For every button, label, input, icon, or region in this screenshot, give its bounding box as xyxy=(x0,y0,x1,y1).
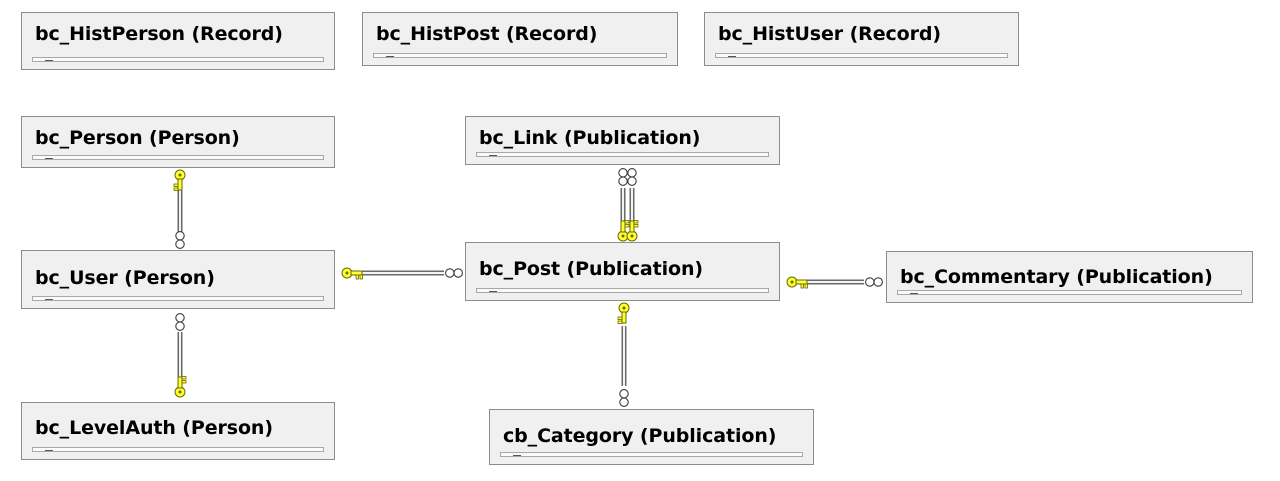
table-post[interactable]: bc_Post (Publication) xyxy=(465,242,780,301)
key-icon xyxy=(341,267,363,280)
table-scrollbar[interactable] xyxy=(32,447,324,452)
table-hist-person[interactable]: bc_HistPerson (Record) xyxy=(21,12,335,70)
table-title: bc_HistPerson (Record) xyxy=(35,23,283,45)
table-scrollbar[interactable] xyxy=(897,290,1242,295)
table-title: bc_LevelAuth (Person) xyxy=(35,417,273,439)
table-level-auth[interactable]: bc_LevelAuth (Person) xyxy=(21,402,335,460)
table-link[interactable]: bc_Link (Publication) xyxy=(465,116,780,165)
relationship-user-levelauth[interactable] xyxy=(174,313,187,398)
key-icon xyxy=(174,376,187,398)
relationship-post-link-1[interactable] xyxy=(617,168,630,242)
relationship-person-user[interactable] xyxy=(173,169,186,249)
infinity-icon xyxy=(619,389,629,407)
infinity-icon xyxy=(445,268,463,278)
table-scrollbar[interactable] xyxy=(32,57,324,62)
infinity-icon xyxy=(865,277,883,287)
table-scrollbar[interactable] xyxy=(500,452,803,457)
table-hist-user[interactable]: bc_HistUser (Record) xyxy=(704,12,1019,66)
infinity-icon xyxy=(175,313,185,331)
table-scrollbar[interactable] xyxy=(32,296,324,301)
table-title: bc_HistUser (Record) xyxy=(718,23,941,45)
infinity-icon xyxy=(175,231,185,249)
table-title: bc_Link (Publication) xyxy=(479,127,701,149)
table-commentary[interactable]: bc_Commentary (Publication) xyxy=(886,251,1253,303)
key-icon xyxy=(786,276,808,289)
relationship-user-post[interactable] xyxy=(341,267,463,280)
table-title: bc_Person (Person) xyxy=(35,127,240,149)
relationship-post-link-2[interactable] xyxy=(626,168,639,242)
table-title: cb_Category (Publication) xyxy=(503,425,777,447)
table-scrollbar[interactable] xyxy=(373,53,667,58)
table-title: bc_Post (Publication) xyxy=(479,258,703,280)
relationship-post-commentary[interactable] xyxy=(786,276,883,289)
table-scrollbar[interactable] xyxy=(715,53,1008,58)
table-scrollbar[interactable] xyxy=(476,152,769,157)
table-title: bc_User (Person) xyxy=(35,267,215,289)
infinity-icon xyxy=(627,168,637,186)
table-scrollbar[interactable] xyxy=(32,155,324,160)
table-title: bc_Commentary (Publication) xyxy=(900,266,1213,288)
table-user[interactable]: bc_User (Person) xyxy=(21,250,335,309)
key-icon xyxy=(626,220,639,242)
key-icon xyxy=(173,169,186,191)
table-person[interactable]: bc_Person (Person) xyxy=(21,116,335,168)
key-icon xyxy=(617,302,630,324)
infinity-icon xyxy=(618,168,628,186)
table-hist-post[interactable]: bc_HistPost (Record) xyxy=(362,12,678,66)
table-scrollbar[interactable] xyxy=(476,288,769,293)
relationship-post-category[interactable] xyxy=(617,302,630,407)
table-title: bc_HistPost (Record) xyxy=(376,23,598,45)
table-category[interactable]: cb_Category (Publication) xyxy=(489,409,814,465)
